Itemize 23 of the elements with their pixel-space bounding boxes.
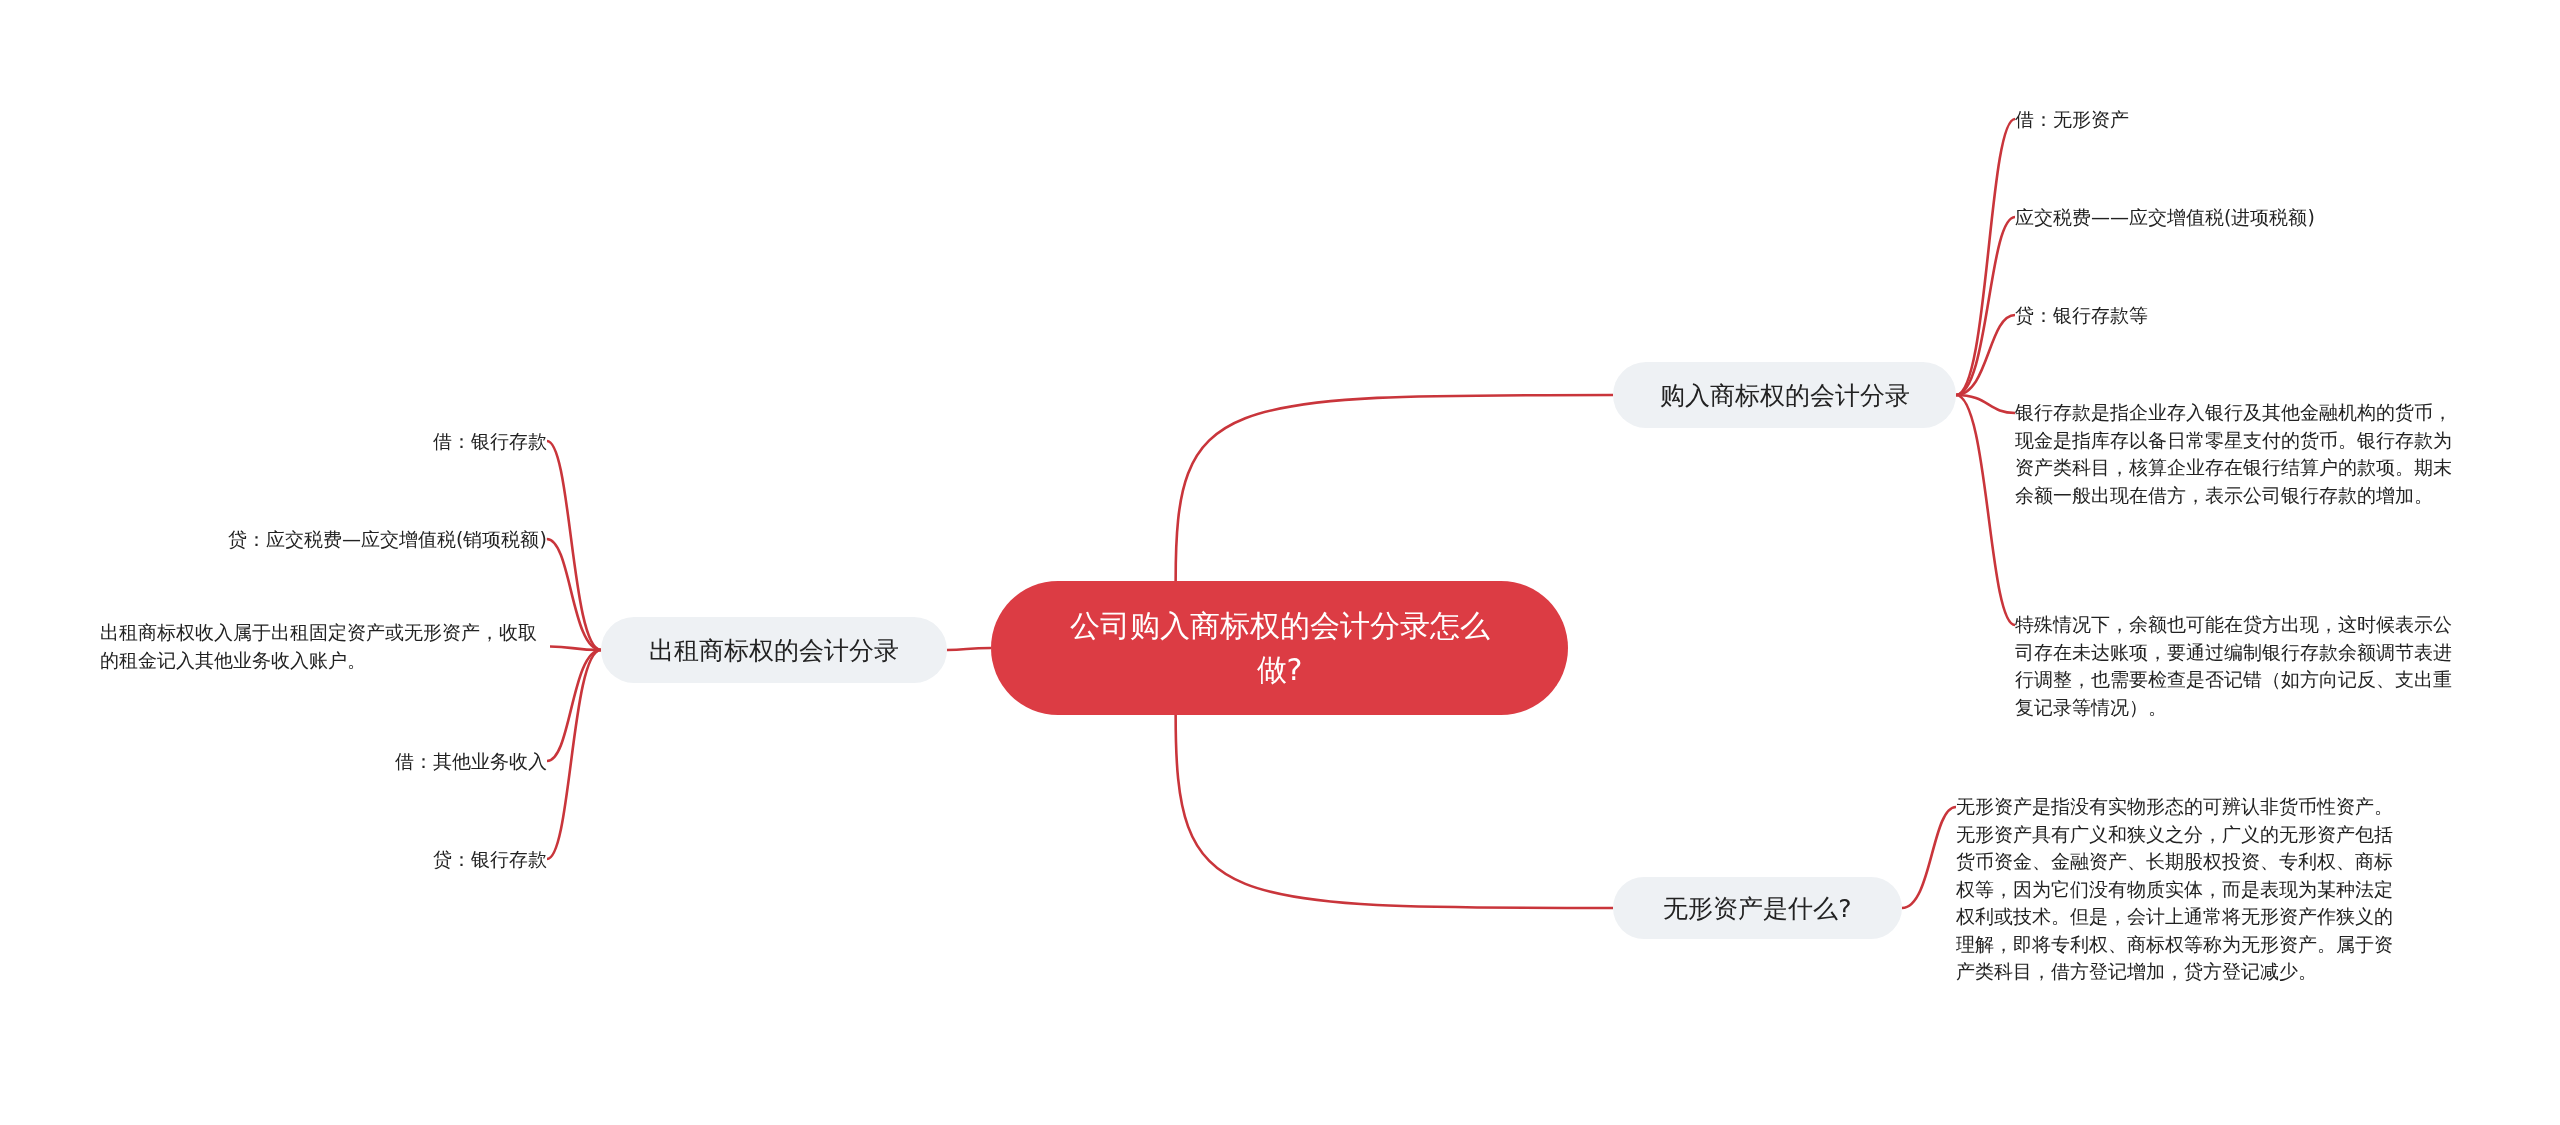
note-paragraph: 特殊情况下，余额也可能在贷方出现，这时候表示公司存在未达账项，要通过编制银行存款余额调节表进行调整，也需要检查是否记错（如方向记反、支出重复记录等情况）。 (2015, 611, 2460, 721)
leaf-text: 贷：银行存款 (433, 845, 547, 873)
leaf-text: 借：其他业务收入 (395, 747, 547, 775)
connector-line (1174, 393, 1613, 582)
central-topic: 公司购入商标权的会计分录怎么做? (991, 581, 1568, 715)
leaf-text: 借：无形资产 (2015, 105, 2129, 133)
topic-pill: 无形资产是什么? (1613, 877, 1902, 939)
leaf-text: 借：银行存款 (433, 427, 547, 455)
connector-line (546, 537, 602, 652)
connector-line (1174, 714, 1613, 910)
connector-line (1901, 805, 1957, 910)
leaf-text: 应交税费——应交增值税(进项税额) (2015, 203, 2315, 231)
connector-line (546, 648, 602, 861)
leaf-text: 贷：应交税费—应交增值税(销项税额) (228, 525, 547, 553)
connector-line (947, 646, 991, 652)
topic-pill: 购入商标权的会计分录 (1613, 362, 1956, 428)
topic-pill: 出租商标权的会计分录 (601, 617, 947, 683)
connector-line (1955, 393, 2016, 627)
note-paragraph: 出租商标权收入属于出租固定资产或无形资产，收取的租金记入其他业务收入账户。 (100, 619, 550, 674)
note-paragraph: 银行存款是指企业存入银行及其他金融机构的货币，现金是指库存以备日常零星支付的货币。银行存款为资产类科目，核算企业存在银行结算户的款项。期末余额一般出现在借方，表示公司银行存款的增加。 (2015, 399, 2460, 509)
leaf-text: 贷：银行存款等 (2015, 301, 2148, 329)
connector-line (1955, 313, 2016, 397)
note-paragraph: 无形资产是指没有实物形态的可辨认非货币性资产。无形资产具有广义和狭义之分，广义的无形资产包括货币资金、金融资产、长期股权投资、专利权、商标权等，因为它们没有物质实体，而是表现为某种法定权利或技术。但是，会计上通常将无形资产作狭义的理解，即将专利权、商标权等称为无形资产。属于资产类科目，借方登记增加，贷方登记减少。 (1956, 793, 2406, 986)
